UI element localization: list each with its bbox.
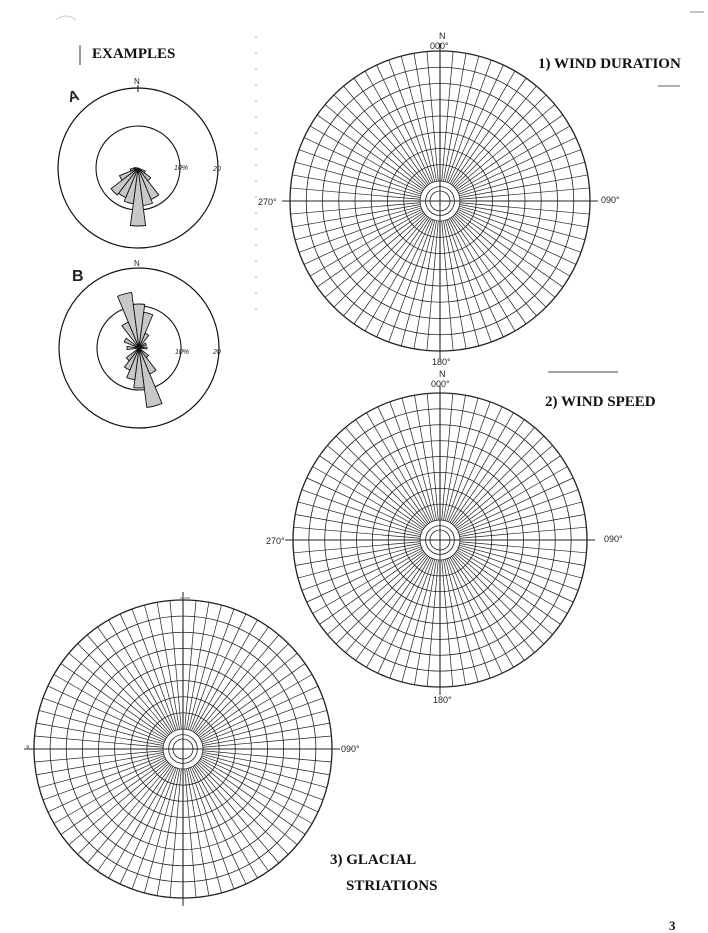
example-a-ring-label-10: 10% — [174, 165, 188, 172]
rose3-title-line1: 3) GLACIAL — [330, 852, 416, 868]
rose3-label-090: 090° — [341, 744, 360, 754]
rose-petal — [110, 167, 139, 196]
example-b-outer-ring — [58, 267, 220, 429]
rose1-label-180: 180° — [432, 357, 451, 367]
rose2-label-180: 180° — [433, 695, 452, 705]
rose1-title: 1) WIND DURATION — [538, 56, 681, 72]
example-a-north-label: N — [134, 77, 140, 86]
rose-petal — [133, 347, 145, 389]
rose2-label-090: 090° — [604, 534, 623, 544]
rose-petal — [123, 337, 140, 349]
rose2-north-letter: N — [439, 369, 446, 379]
example-rose-a: N A 10% 20 — [57, 77, 221, 249]
rose-petal — [121, 321, 140, 349]
example-b-label: B — [72, 268, 84, 285]
blank-rose-1 — [282, 43, 598, 359]
rose1-label-000: 000° — [430, 41, 449, 51]
blank-rose-3 — [24, 592, 340, 906]
rose-petal — [118, 167, 139, 181]
blank-rose-2 — [285, 385, 595, 695]
rose3-label-270-fragment: ° — [26, 744, 30, 754]
rose-petal — [137, 167, 152, 182]
rose3-title-line2: STRIATIONS — [346, 878, 437, 894]
rose-petal — [138, 332, 150, 349]
rose-petal — [125, 347, 140, 362]
rose-petal — [138, 346, 148, 350]
rose1-label-090: 090° — [601, 195, 620, 205]
rose-petal — [137, 167, 146, 174]
rose2-label-270: 270° — [266, 536, 285, 546]
rose1-label-270: 270° — [258, 197, 277, 207]
example-rose-b: N B 10% 20 — [58, 259, 221, 429]
example-b-north-label: N — [134, 259, 140, 268]
scan-marks — [55, 11, 704, 599]
example-a-ring-label-20: 20 — [212, 166, 221, 173]
rose2-title: 2) WIND SPEED — [545, 394, 656, 410]
rose-petal — [129, 167, 139, 172]
example-b-ring-label-10: 10% — [175, 349, 189, 356]
examples-heading: EXAMPLES — [92, 46, 175, 62]
rose-petal — [138, 342, 147, 349]
example-a-label: A — [66, 87, 81, 106]
example-b-petals — [116, 291, 163, 408]
rose-petal — [123, 347, 140, 371]
rose2-label-000: 000° — [431, 379, 450, 389]
rose-petal — [132, 303, 146, 349]
example-a-petals — [110, 166, 160, 227]
rose-petal — [133, 166, 139, 170]
rose-petal — [126, 345, 140, 351]
rose-petal — [138, 347, 157, 375]
rose-petal — [129, 167, 147, 227]
example-b-ring-label-20: 20 — [212, 349, 221, 356]
rose1-north-letter: N — [439, 31, 446, 41]
rose-petal — [138, 347, 150, 359]
page-number: 3 — [669, 918, 676, 933]
